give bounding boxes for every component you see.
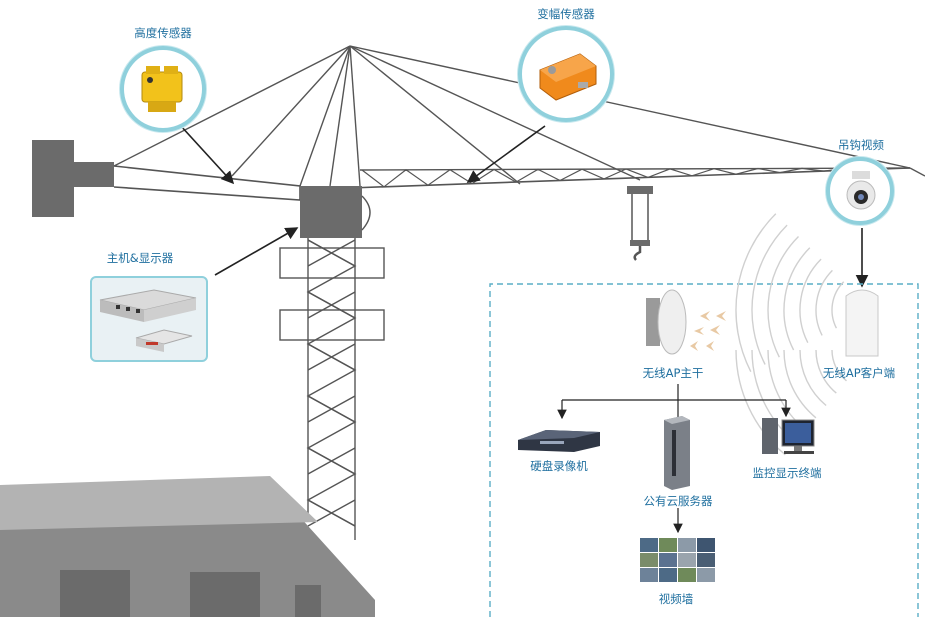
label-host-display: 主机&显示器 <box>106 251 174 265</box>
building <box>0 476 375 617</box>
label-amplitude-sensor: 变幅传感器 <box>537 7 595 21</box>
video-wall-tile <box>678 553 696 567</box>
label-hook-video: 吊钩视频 <box>838 138 884 152</box>
hook-camera-image <box>826 157 894 225</box>
wave-arc <box>815 349 837 394</box>
video-wall-tile <box>640 538 658 552</box>
dvr-device <box>518 430 600 452</box>
wave-arc <box>815 269 833 336</box>
ap-client-device <box>845 289 879 357</box>
wave-arc <box>799 349 827 407</box>
wave-arc <box>767 236 799 358</box>
arrow-host-display <box>214 227 299 276</box>
wave-arc <box>831 281 845 329</box>
signal-chevrons <box>690 311 726 351</box>
counterweight-block <box>74 162 114 187</box>
video-wall-tile <box>640 553 658 567</box>
video-wall-device <box>640 538 715 582</box>
video-wall-tile <box>697 538 715 552</box>
video-wall-tile <box>640 568 658 582</box>
video-wall-tile <box>697 568 715 582</box>
crane-cab <box>300 186 362 238</box>
arrow-height-sensor <box>179 124 235 185</box>
cloud-server-device <box>664 416 690 490</box>
wave-arc <box>735 213 777 373</box>
label-height-sensor: 高度传感器 <box>134 26 192 40</box>
video-wall-tile <box>697 553 715 567</box>
wave-arc <box>831 349 847 382</box>
counter-jib-tie <box>113 45 351 167</box>
counter-jib <box>32 45 351 217</box>
wave-arc <box>751 224 788 365</box>
wireless-waves <box>735 213 847 456</box>
arrow-amplitude-sensor <box>466 125 546 183</box>
host-display-image <box>90 276 208 362</box>
wave-arc <box>799 258 822 344</box>
video-wall-tile <box>678 568 696 582</box>
video-wall-tile <box>678 538 696 552</box>
wave-arc <box>783 349 817 419</box>
network-connectors <box>557 384 791 534</box>
label-ap-client: 无线AP客户端 <box>822 366 896 380</box>
monitor-terminal-device <box>762 418 815 454</box>
slewing-ring <box>361 195 371 231</box>
hook-icon <box>633 246 642 261</box>
amplitude-sensor-image <box>518 26 614 122</box>
label-monitor-terminal: 监控显示终端 <box>752 466 822 480</box>
tower-mast <box>279 238 385 540</box>
video-wall-tile <box>659 568 677 582</box>
video-wall-tile <box>659 538 677 552</box>
wave-arc <box>783 247 811 351</box>
main-jib <box>349 167 925 189</box>
ap-trunk-device <box>646 289 687 355</box>
trolley-hook <box>627 186 653 261</box>
apex-ties <box>231 45 911 187</box>
label-ap-trunk: 无线AP主干 <box>642 366 704 380</box>
label-video-wall: 视频墙 <box>658 592 694 606</box>
label-dvr: 硬盘录像机 <box>530 459 588 473</box>
label-cloud-server: 公有云服务器 <box>643 494 713 508</box>
height-sensor-image <box>120 46 206 132</box>
video-wall-tile <box>659 553 677 567</box>
counterweight-block <box>32 140 74 217</box>
